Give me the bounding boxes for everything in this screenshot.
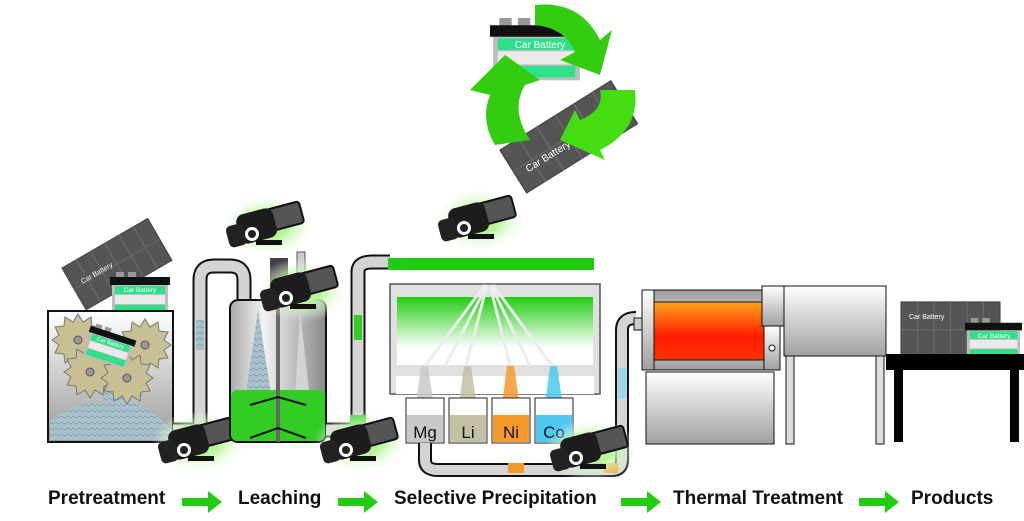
pump-icon — [219, 193, 317, 259]
battery-top-icon: Car Battery — [965, 318, 1022, 359]
stage-label-products: Products — [911, 488, 994, 509]
battery-top-icon: Car Battery — [81, 322, 138, 370]
pretreatment-unit: Car Battery Car Battery Car Battery — [47, 217, 174, 443]
battery-top-icon: Car Battery — [110, 272, 170, 315]
battery-flat-icon: Car Battery — [61, 217, 173, 311]
recycle-symbol: Car Battery Car Battery — [470, 4, 639, 194]
arrow-right-icon — [859, 491, 899, 513]
products-table: Car Battery Car Battery — [886, 301, 1024, 442]
battery-label: Car Battery — [515, 40, 566, 51]
stage-label-selective-precipitation: Selective Precipitation — [394, 488, 597, 509]
stage-label-thermal-treatment: Thermal Treatment — [673, 488, 843, 509]
element-symbol: Mg — [413, 423, 437, 442]
precipitation-unit — [388, 258, 601, 395]
battery-flat-icon: Car Battery — [900, 301, 1001, 358]
recycle-arrow — [535, 4, 612, 76]
recycle-arrow — [560, 90, 636, 160]
arrow-right-icon — [182, 491, 222, 513]
pipe — [173, 258, 252, 438]
pump-icon — [431, 187, 529, 253]
pump-icon — [313, 409, 411, 475]
precipitate-tank-mg: Mg — [405, 366, 445, 444]
precipitate-tank-ni: Ni — [491, 366, 531, 444]
feed-bar — [388, 258, 594, 270]
svg-text:Car Battery: Car Battery — [909, 314, 945, 321]
pump-icon — [253, 257, 351, 323]
element-symbol: Ni — [503, 423, 519, 442]
element-symbol: Li — [461, 423, 474, 442]
leaching-tank — [229, 251, 327, 443]
pump-icon — [543, 417, 641, 483]
svg-text:Car Battery: Car Battery — [124, 287, 158, 294]
recycle-arrow — [470, 55, 540, 145]
arrow-right-icon — [338, 491, 378, 513]
stage-label-pretreatment: Pretreatment — [48, 488, 166, 509]
recycle-battery-flat: Car Battery — [499, 80, 639, 194]
furnace — [633, 285, 887, 445]
recycle-battery-top: Car Battery — [490, 18, 583, 81]
svg-text:Car Battery: Car Battery — [978, 333, 1012, 340]
precipitate-tanks: MgLiNiCo — [405, 366, 574, 444]
stage-label-leaching: Leaching — [238, 488, 322, 509]
arrow-right-icon — [621, 491, 661, 513]
precipitate-tank-li: Li — [448, 366, 488, 444]
